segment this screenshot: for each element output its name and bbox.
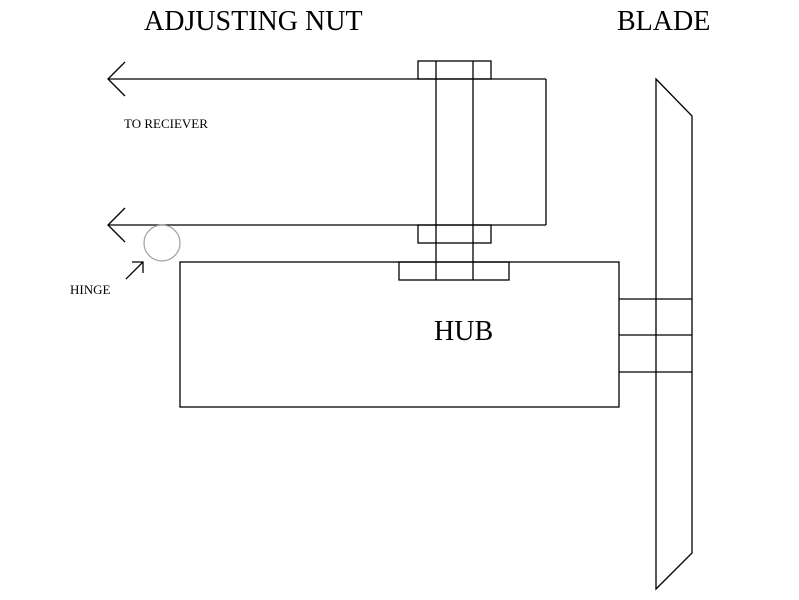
hub-label: HUB — [434, 316, 494, 347]
to-receiver-label: TO RECIEVER — [124, 116, 208, 131]
hub — [179, 261, 620, 408]
lower-arrow-icon — [107, 207, 126, 243]
hinge-circle — [143, 224, 181, 262]
hub-nut — [398, 261, 510, 281]
hinge-label: HINGE — [70, 282, 111, 297]
hinge-pointer-arrow-icon — [125, 261, 144, 280]
upper-adjusting-nut — [417, 60, 492, 80]
lower-adjusting-nut — [417, 224, 492, 244]
adjusting-bolt — [435, 61, 474, 280]
upper-link-arm — [108, 78, 547, 225]
adjusting-nut-label: ADJUSTING NUT — [144, 6, 363, 37]
blade — [655, 77, 693, 591]
upper-arrow-icon — [107, 61, 126, 97]
blade-label: BLADE — [617, 6, 711, 37]
